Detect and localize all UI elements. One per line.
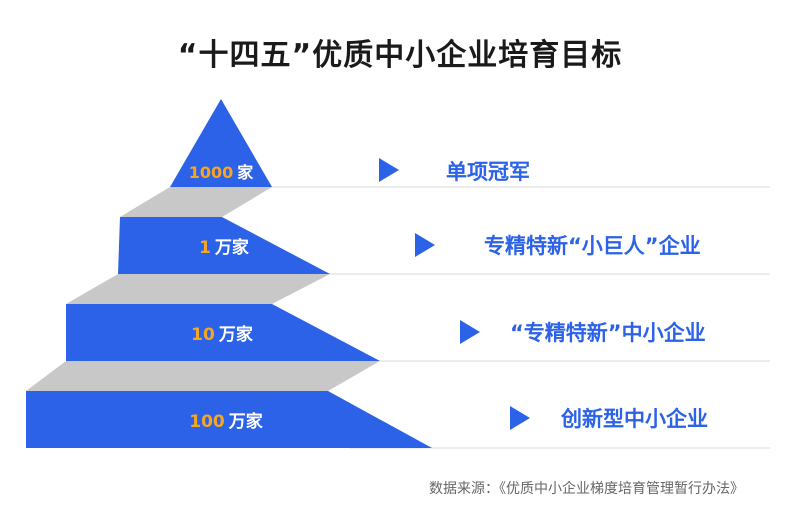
connector-1 xyxy=(120,187,272,217)
tier-3-unit: 万家 xyxy=(218,324,253,345)
tier-2-target: 专精特新“小巨人”企业 xyxy=(484,234,701,258)
tier-4-target: 创新型中小企业 xyxy=(560,407,708,431)
tier-4-number: 100 xyxy=(189,412,225,432)
connector-3 xyxy=(26,361,380,391)
tier-1-unit: 家 xyxy=(237,163,254,182)
tier-3-shape xyxy=(66,304,380,361)
data-source-label: 数据来源： xyxy=(429,481,499,497)
tier-2-unit: 万家 xyxy=(214,237,249,258)
tier-1-number: 1000 xyxy=(189,163,234,182)
tier-1-shape xyxy=(170,99,272,187)
tier-3-number: 10 xyxy=(191,325,215,345)
tier-3-target: “专精特新”中小企业 xyxy=(510,321,706,345)
data-source: 数据来源：《优质中小企业梯度培育管理暂行办法》 xyxy=(429,478,744,498)
page-title: “十四五”优质中小企业培育目标 xyxy=(177,38,623,73)
connector-2 xyxy=(66,274,330,304)
play-arrow-icon-1 xyxy=(379,158,399,182)
play-arrow-icon-4 xyxy=(510,406,530,430)
tier-4-unit: 万家 xyxy=(228,411,263,432)
play-arrow-icon-2 xyxy=(415,233,435,257)
tier-2-shape xyxy=(118,217,330,274)
play-arrow-icon-3 xyxy=(460,320,480,344)
tier-1-target: 单项冠军 xyxy=(446,160,530,184)
tier-4-shape xyxy=(26,391,432,448)
data-source-text: 《优质中小企业梯度培育管理暂行办法》 xyxy=(499,481,744,497)
tier-2-number: 1 xyxy=(199,238,211,258)
